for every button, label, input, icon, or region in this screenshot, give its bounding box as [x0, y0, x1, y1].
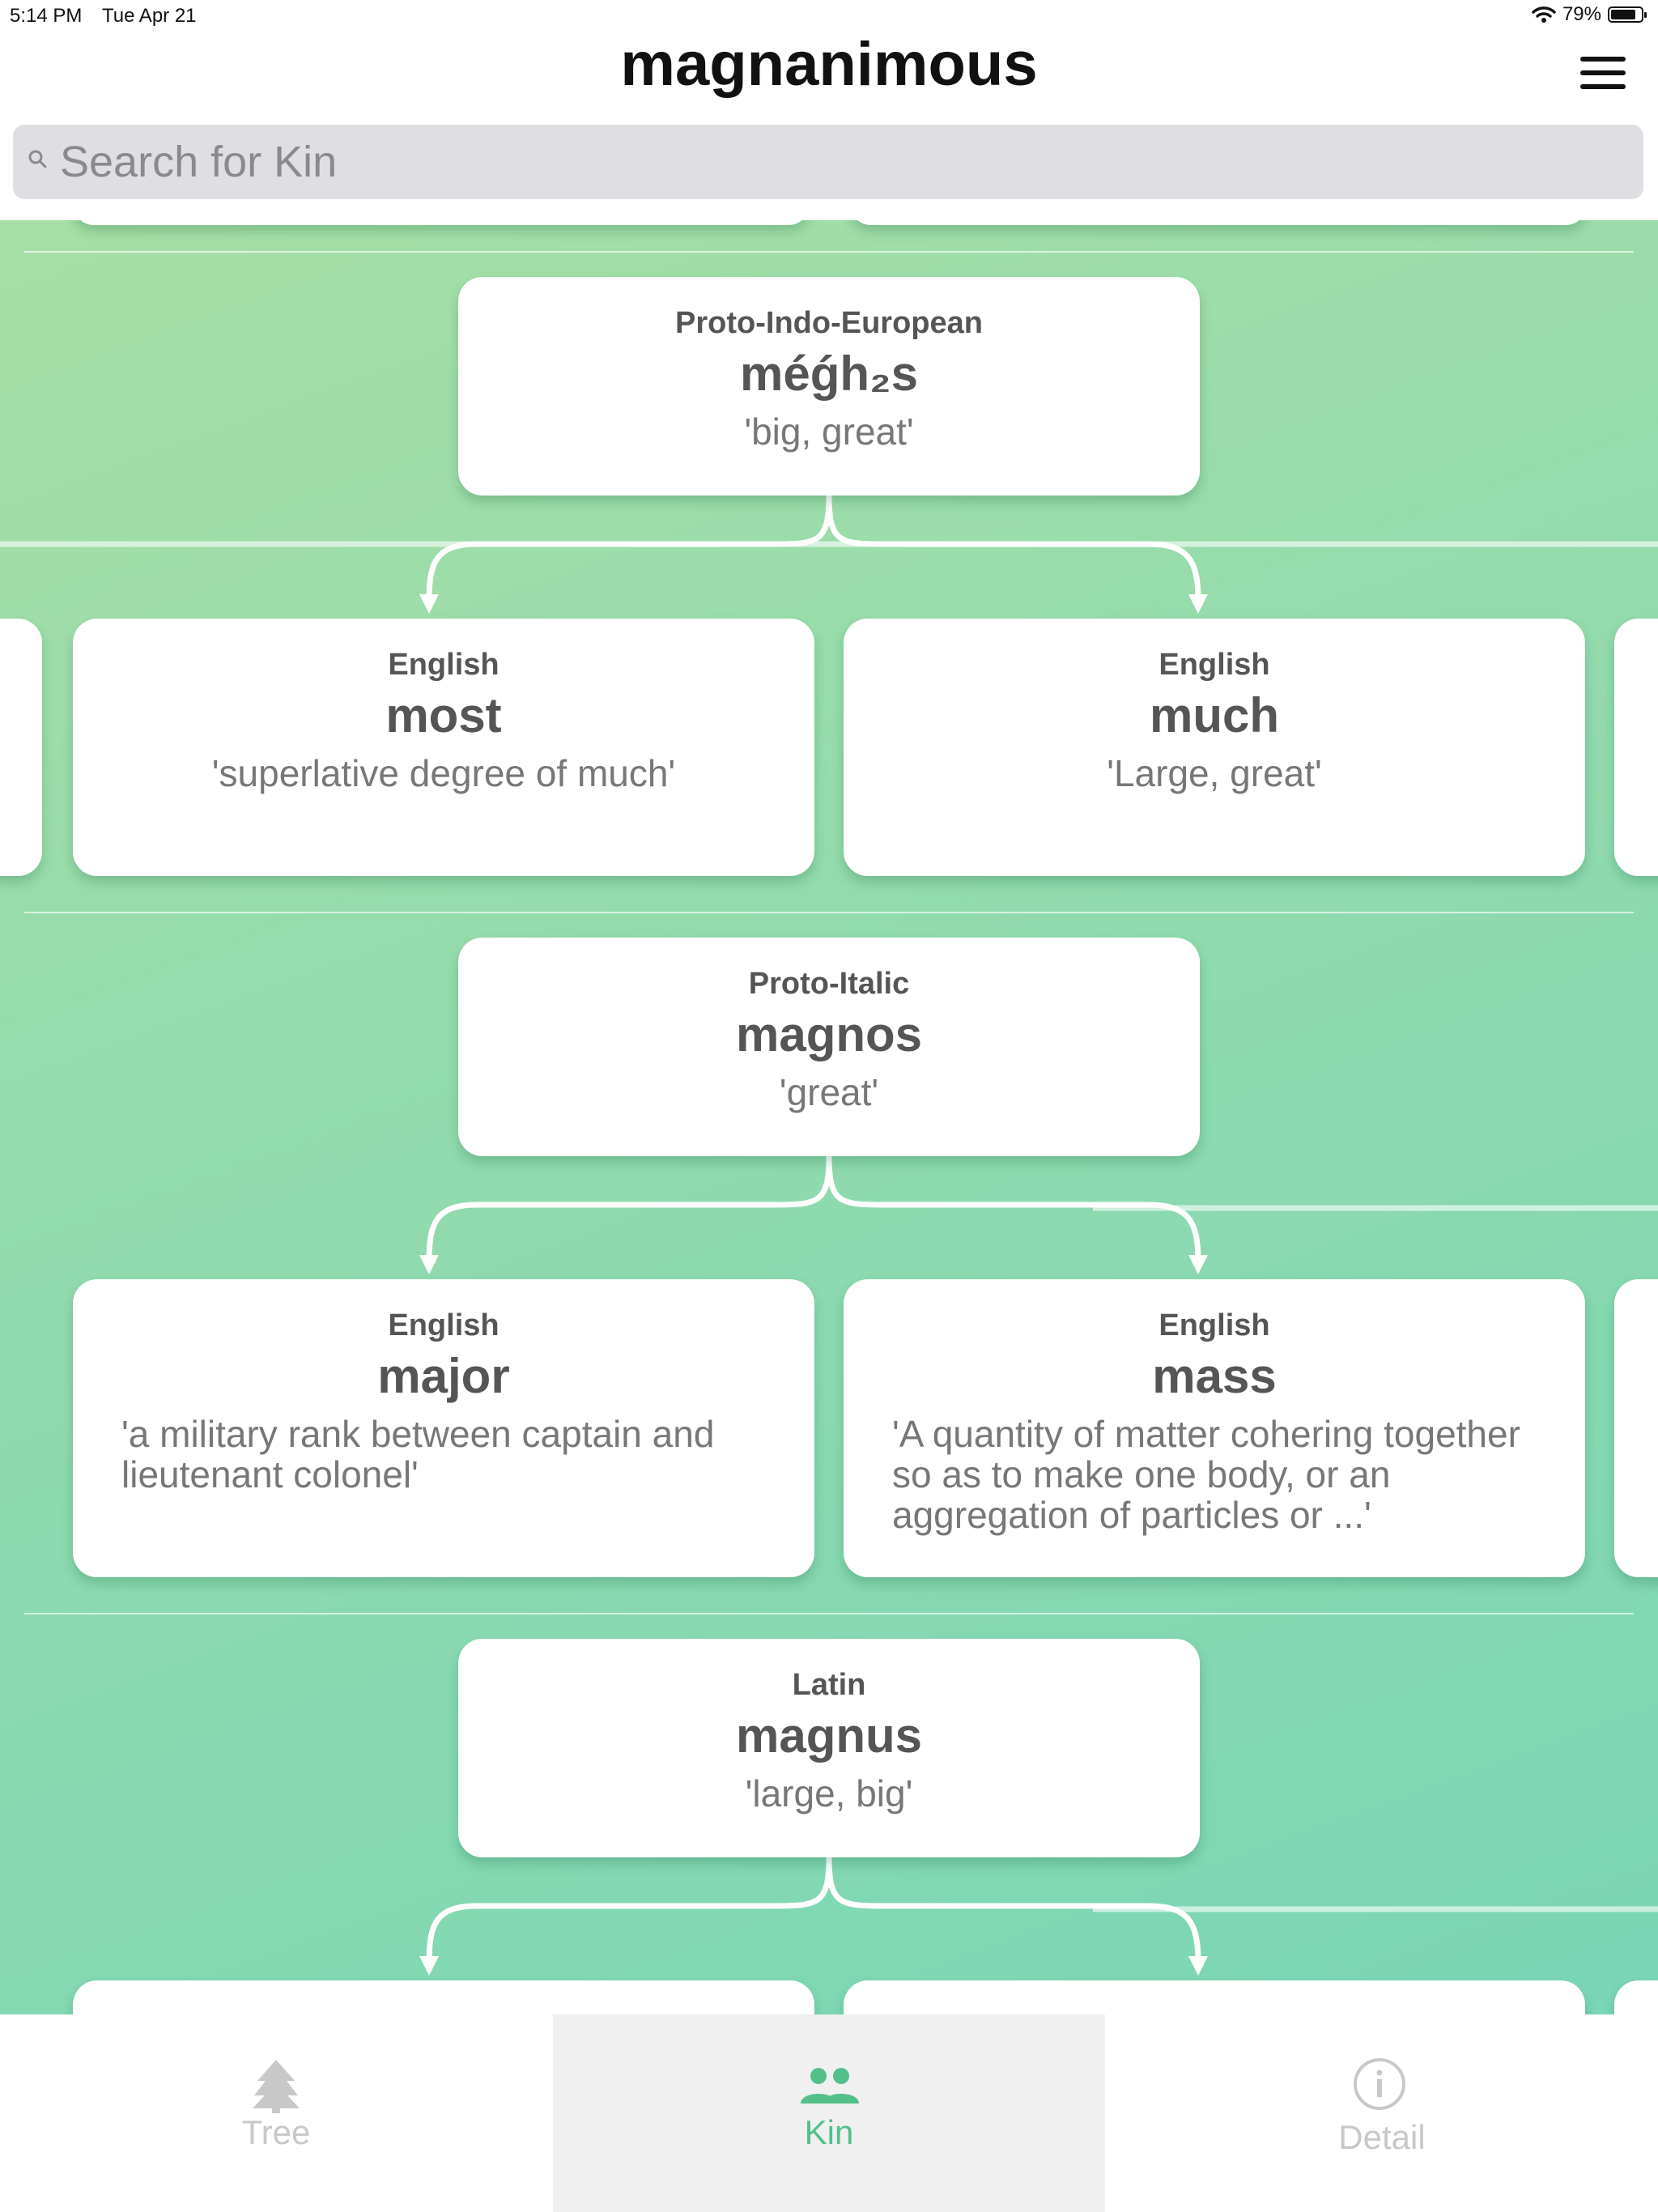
search-icon	[28, 150, 47, 168]
card-word: much	[1149, 688, 1280, 742]
card-peek-left	[0, 619, 42, 876]
child-card[interactable]: English major 'a military rank between c…	[73, 1279, 814, 1577]
battery-icon	[1608, 6, 1647, 23]
card-word: most	[385, 688, 502, 742]
tab-detail[interactable]: Detail	[1106, 2014, 1658, 2212]
tab-label: Tree	[241, 2113, 311, 2151]
card-language: English	[388, 648, 500, 682]
card-word: mass	[1152, 1349, 1277, 1403]
card-gloss: 'a military rank between captain and lie…	[121, 1413, 715, 1495]
child-card-partial[interactable]	[844, 1980, 1585, 2014]
status-bar: 5:14 PM Tue Apr 21 79%	[0, 0, 1658, 32]
card-peek-right	[1614, 1980, 1658, 2014]
wifi-icon	[1532, 6, 1556, 23]
page-title: magnanimous	[620, 30, 1038, 99]
card-word: méǵh₂s	[739, 347, 919, 401]
card-word: magnus	[735, 1708, 923, 1763]
tab-bar: Tree Kin Detail	[0, 2014, 1658, 2212]
search-placeholder: Search for Kin	[60, 138, 338, 186]
battery-percent: 79%	[1562, 3, 1601, 25]
card-language: English	[1158, 1308, 1270, 1342]
card-gloss: 'A quantity of matter cohering together …	[892, 1413, 1520, 1536]
card-peek-right	[1614, 1279, 1658, 1577]
parent-card[interactable]: Proto-Italic magnos 'great'	[458, 938, 1200, 1156]
status-date: Tue Apr 21	[102, 5, 197, 27]
section-divider	[24, 912, 1634, 913]
card-language: Latin	[792, 1668, 866, 1702]
card-word: magnos	[735, 1007, 923, 1061]
card-language: English	[1158, 648, 1270, 682]
child-card[interactable]: English much 'Large, great'	[844, 619, 1585, 876]
people-icon	[801, 2068, 859, 2104]
card-language: English	[388, 1308, 500, 1342]
card-gloss: 'great'	[779, 1071, 879, 1113]
parent-card[interactable]: Latin magnus 'large, big'	[458, 1639, 1200, 1857]
info-icon	[1354, 2058, 1405, 2110]
section-divider	[24, 1613, 1634, 1614]
child-card-partial[interactable]	[73, 1980, 814, 2014]
card-language: Proto-Indo-European	[675, 306, 983, 340]
child-card[interactable]: English mass 'A quantity of matter coher…	[844, 1279, 1585, 1577]
tree-icon	[253, 2060, 300, 2113]
status-time: 5:14 PM	[10, 5, 83, 27]
card-gloss: 'large, big'	[745, 1772, 913, 1814]
card-peek-top	[850, 220, 1587, 225]
hamburger-menu-icon[interactable]	[1580, 57, 1626, 89]
tab-tree[interactable]: Tree	[0, 2014, 552, 2212]
card-word: major	[377, 1349, 510, 1403]
kin-list[interactable]: Proto-Indo-European méǵh₂s 'big, great' …	[0, 220, 1658, 2014]
tab-kin[interactable]: Kin	[553, 2014, 1105, 2212]
tab-label: Kin	[804, 2113, 854, 2151]
search-bar[interactable]: Search for Kin	[13, 125, 1643, 199]
card-gloss: 'superlative degree of much'	[211, 752, 676, 794]
section-divider	[24, 251, 1634, 253]
parent-card[interactable]: Proto-Indo-European méǵh₂s 'big, great'	[458, 277, 1200, 496]
status-right: 79%	[1532, 3, 1647, 26]
tab-label: Detail	[1338, 2118, 1426, 2156]
card-peek-right	[1614, 619, 1658, 876]
card-peek-top	[73, 220, 810, 225]
card-gloss: 'Large, great'	[1107, 752, 1322, 794]
card-language: Proto-Italic	[748, 967, 910, 1001]
child-card[interactable]: English most 'superlative degree of much…	[73, 619, 814, 876]
card-gloss: 'big, great'	[744, 410, 914, 453]
